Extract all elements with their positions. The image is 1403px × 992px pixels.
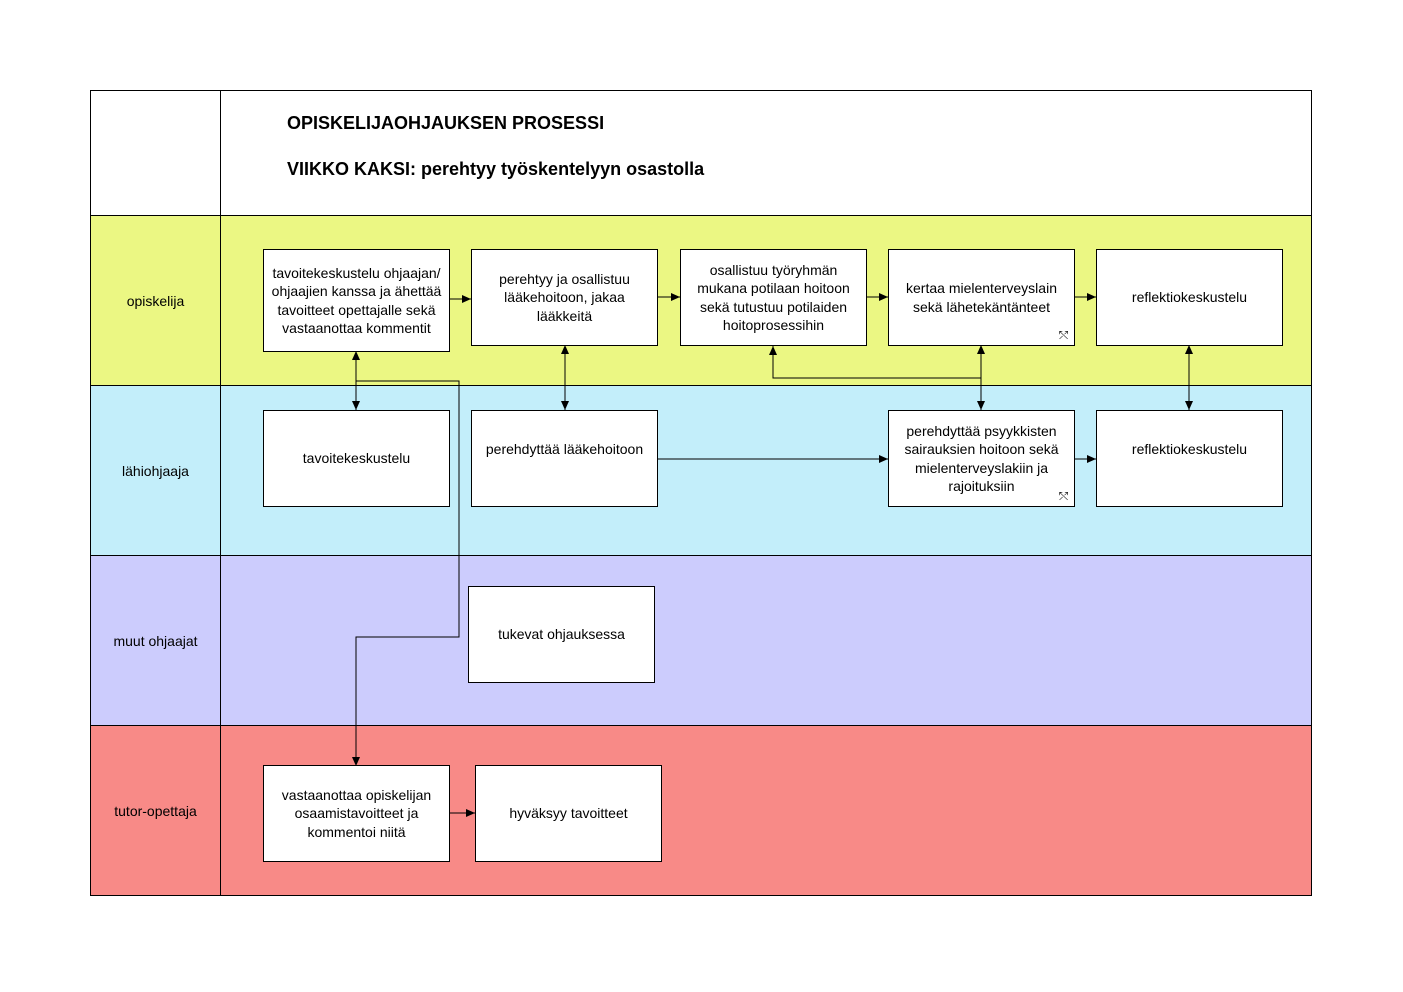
box-lahiohjaaja-reflektiokeskustelu: reflektiokeskustelu [1096, 410, 1283, 507]
arrow-o1-t1 [352, 380, 460, 766]
box-muut-tukevat: tukevat ohjauksessa [468, 586, 655, 683]
lane-label-lahiohjaaja: lähiohjaaja [91, 386, 221, 555]
lane-label-muut-ohjaajat: muut ohjaajat [91, 556, 221, 725]
box-opiskelija-tavoitekeskustelu: tavoitekeskustelu ohjaajan/ ohjaajien ka… [263, 249, 450, 352]
box-opiskelija-tyoryhma: osallistuu työryhmän mukana potilaan hoi… [680, 249, 867, 346]
arrow-l3-o3 [769, 346, 981, 379]
header-label-cell [91, 91, 221, 215]
box-lahiohjaaja-tavoitekeskustelu: tavoitekeskustelu [263, 410, 450, 507]
box-lahiohjaaja-laakehoito: perehdyttää lääkehoitoon [471, 410, 658, 507]
lane-label-tutor-opettaja: tutor-opettaja [91, 726, 221, 895]
subprocess-icon: ⤲ [1059, 491, 1068, 503]
box-opiskelija-reflektiokeskustelu: reflektiokeskustelu [1096, 249, 1283, 346]
header-lane: OPISKELIJAOHJAUKSEN PROSESSI VIIKKO KAKS… [90, 90, 1312, 216]
diagram-title: OPISKELIJAOHJAUKSEN PROSESSI [287, 113, 605, 133]
lane-label-opiskelija: opiskelija [91, 216, 221, 385]
box-tutor-hyvaksyy: hyväksyy tavoitteet [475, 765, 662, 862]
subprocess-icon: ⤲ [1059, 330, 1068, 342]
box-lahiohjaaja-psyykkiset-text: perehdyttää psyykkisten sairauksien hoit… [904, 422, 1059, 495]
box-tutor-vastaanottaa: vastaanottaa opiskelijan osaamistavoitte… [263, 765, 450, 862]
box-opiskelija-laakehoito: perehtyy ja osallistuu lääkehoitoon, jak… [471, 249, 658, 346]
box-lahiohjaaja-psyykkiset: perehdyttää psyykkisten sairauksien hoit… [888, 410, 1075, 507]
box-opiskelija-mielenterveyslaki-text: kertaa mielenterveyslain sekä lähetekänt… [906, 280, 1057, 315]
diagram-subtitle: VIIKKO KAKSI: perehtyy työskentelyyn osa… [287, 159, 705, 179]
box-opiskelija-mielenterveyslaki: kertaa mielenterveyslain sekä lähetekänt… [888, 249, 1075, 346]
